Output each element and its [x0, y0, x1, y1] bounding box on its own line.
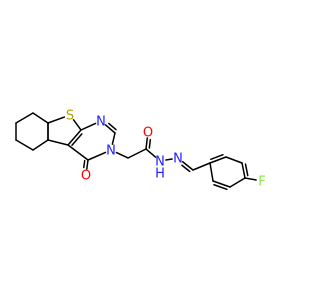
bonds [15, 112, 257, 191]
bond-N_pyr-C_i-double [108, 122, 117, 131]
atom-label-s1: S [66, 109, 74, 124]
bond-C_j-C_h [67, 144, 89, 161]
bond-N_ring-C_j [87, 151, 107, 161]
bond-N_pyr-C_i [104, 124, 116, 134]
bond-C_am-O_amide-double [148, 138, 152, 149]
atom-label-n_ring: N [106, 144, 116, 159]
atom-label-n_pyr: N [96, 115, 106, 130]
bond-NH-N_imine [165, 158, 173, 161]
atom-label-h: H [155, 167, 165, 182]
bond-CH2-C_am [127, 148, 147, 159]
bond-C_g-N_pyr [80, 122, 97, 131]
bond-N_imine-CH_im [181, 160, 194, 171]
bond-R3-R4 [241, 162, 246, 179]
bond-C_j-O_ring-double [83, 159, 86, 169]
bond-R2-R3 [225, 156, 243, 164]
bond-CH_im-R1 [192, 162, 211, 171]
bond-R1-R2 [209, 156, 227, 164]
atom-label-o_ring: O [81, 169, 91, 184]
bond-C_b-C_c [15, 112, 34, 124]
bond-N_ring-CH2 [115, 151, 129, 159]
bond-R5-R6 [212, 180, 231, 188]
bond-C_g-C_h-double [71, 133, 83, 147]
atom-label-n_imine: N [173, 152, 183, 167]
bond-C_am-NH [145, 148, 157, 158]
bond-R6-R1 [209, 162, 214, 182]
bond-C_i-N_ring [111, 132, 116, 145]
bond-C_e-C_f [32, 139, 49, 151]
bond-C_am-O_amide [145, 137, 149, 150]
bond-R4-F [244, 177, 257, 181]
bond-N_imine-CH_im-double [181, 164, 191, 173]
bond-R4-R5 [229, 177, 246, 188]
bond-C_g-C_h [67, 129, 82, 146]
bond-S1-C_g [72, 119, 82, 131]
bond-C_h-C_e [47, 139, 69, 146]
bond-R3-R4-double [244, 163, 249, 177]
bond-C_f-C_a [15, 139, 34, 151]
bond-C_d-S1 [47, 116, 66, 124]
bond-C_j-O_ring [86, 159, 89, 170]
atom-label-nh: N [155, 155, 165, 170]
bond-C_c-C_d [32, 112, 49, 124]
atom-label-f: F [258, 175, 265, 190]
bond-R5-R6-double [213, 183, 228, 191]
bond-R1-R2-double [210, 153, 224, 161]
atom-label-o_amide: O [143, 126, 153, 141]
